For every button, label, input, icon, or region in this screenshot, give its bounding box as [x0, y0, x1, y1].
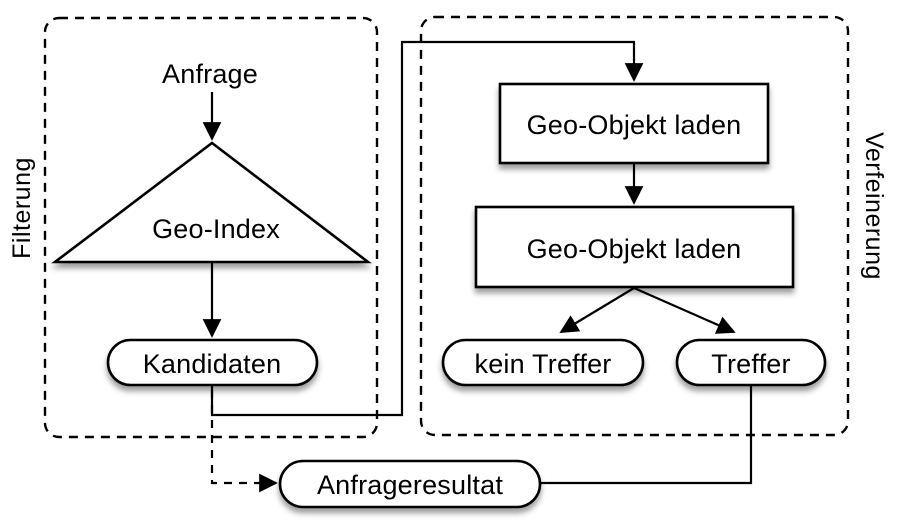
geo-objekt-laden-1-label: Geo-Objekt laden [527, 110, 742, 140]
verfeinerung-section-label: Verfeinerung [860, 132, 888, 280]
geo-index-triangle [51, 141, 372, 264]
filterung-section-label: Filterung [8, 157, 36, 259]
connector-treffer-to-anfrageresultat [541, 386, 753, 485]
kandidaten-label: Kandidaten [143, 349, 282, 379]
arrow-laden2-to-keintreffer [559, 287, 635, 333]
treffer-label: Treffer [711, 349, 790, 379]
geo-objekt-laden-2-box [474, 205, 795, 289]
dashed-arrow-kandidaten-to-anfrageresultat [210, 390, 278, 493]
arrow-laden2-to-treffer [633, 286, 736, 334]
kein-treffer-node [441, 338, 645, 387]
verfeinerung-section-frame [419, 15, 850, 437]
anfrageresultat-node [278, 459, 542, 509]
geo-objekt-laden-2-label: Geo-Objekt laden [527, 234, 742, 264]
anfrage-label: Anfrage [162, 59, 258, 89]
geo-objekt-laden-1-box [498, 82, 770, 165]
anfrageresultat-label: Anfrageresultat [317, 470, 503, 500]
filterung-section-frame [43, 16, 379, 439]
kein-treffer-label: kein Treffer [475, 349, 612, 379]
geo-index-label: Geo-Index [152, 214, 280, 244]
kandidaten-node [106, 338, 319, 387]
treffer-node [675, 338, 827, 387]
